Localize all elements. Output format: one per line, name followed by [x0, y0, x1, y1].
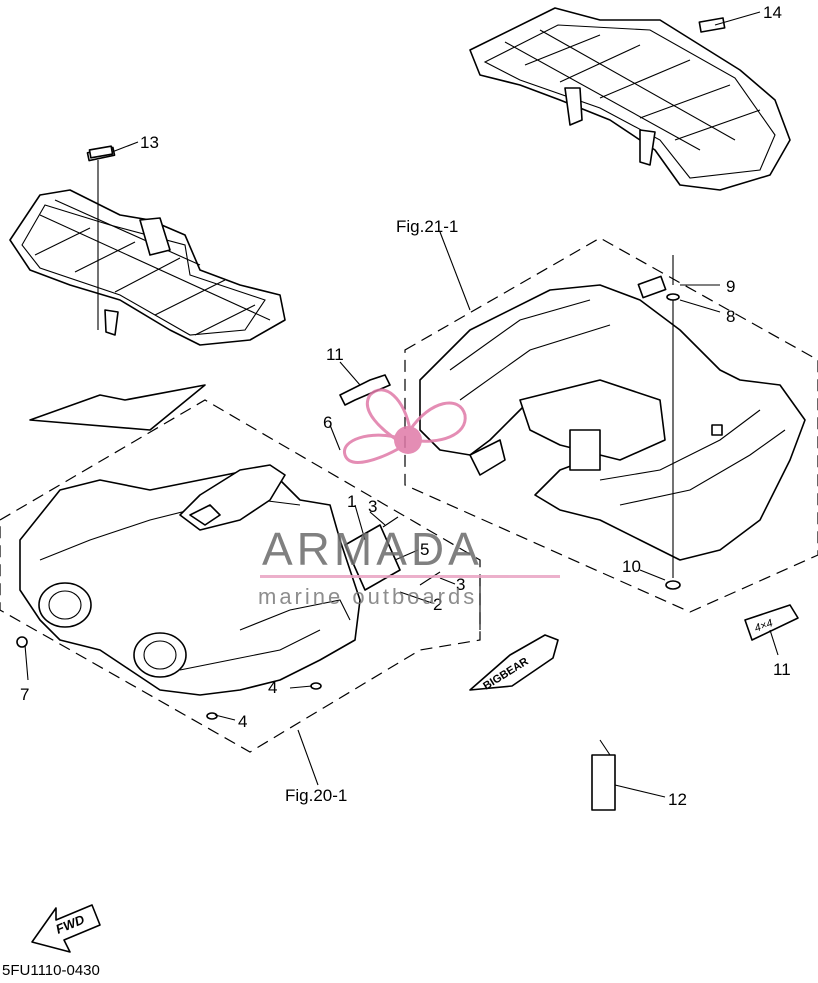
callout-8: 8: [726, 307, 735, 326]
callout-11-lower: 11: [773, 660, 791, 679]
callout-4-upper: 4: [268, 678, 277, 697]
callout-9: 9: [726, 277, 735, 296]
callout-7: 7: [20, 685, 29, 704]
rear-carrier-rack: [469, 7, 791, 191]
figure-ref-20-1: Fig.20-1: [285, 786, 347, 805]
callout-12: 12: [668, 790, 687, 809]
callout-3-lower: 3: [456, 575, 465, 594]
callout-10: 10: [622, 557, 641, 576]
figure-ref-21-1: Fig.21-1: [396, 217, 458, 236]
drawing-code: 5FU1110-0430: [2, 962, 100, 978]
callout-11-upper: 11: [326, 345, 344, 364]
callout-4-lower: 4: [238, 712, 247, 731]
callout-labels: 14 13 9 8 11 6 1 3 5 3 2 10 11 4 4 7 12 …: [20, 3, 791, 809]
small-parts: [16, 145, 799, 811]
callout-13: 13: [140, 133, 159, 152]
watermark-brand: ARMADA: [262, 523, 483, 575]
watermark-tagline: marine outboards: [258, 584, 477, 609]
propeller-logo-icon: [343, 388, 467, 464]
watermark: ARMADA marine outboards: [258, 388, 560, 609]
front-fender: [0, 384, 481, 753]
callout-14: 14: [763, 3, 782, 22]
callout-1: 1: [347, 492, 356, 511]
fwd-arrow-icon: FWD: [31, 904, 101, 953]
leader-lines: [24, 11, 779, 798]
callout-3-upper: 3: [368, 497, 377, 516]
rear-fender: [404, 237, 818, 613]
callout-2: 2: [433, 595, 442, 614]
front-carrier-rack: [9, 146, 286, 346]
callout-6: 6: [323, 413, 332, 432]
callout-5: 5: [420, 540, 429, 559]
